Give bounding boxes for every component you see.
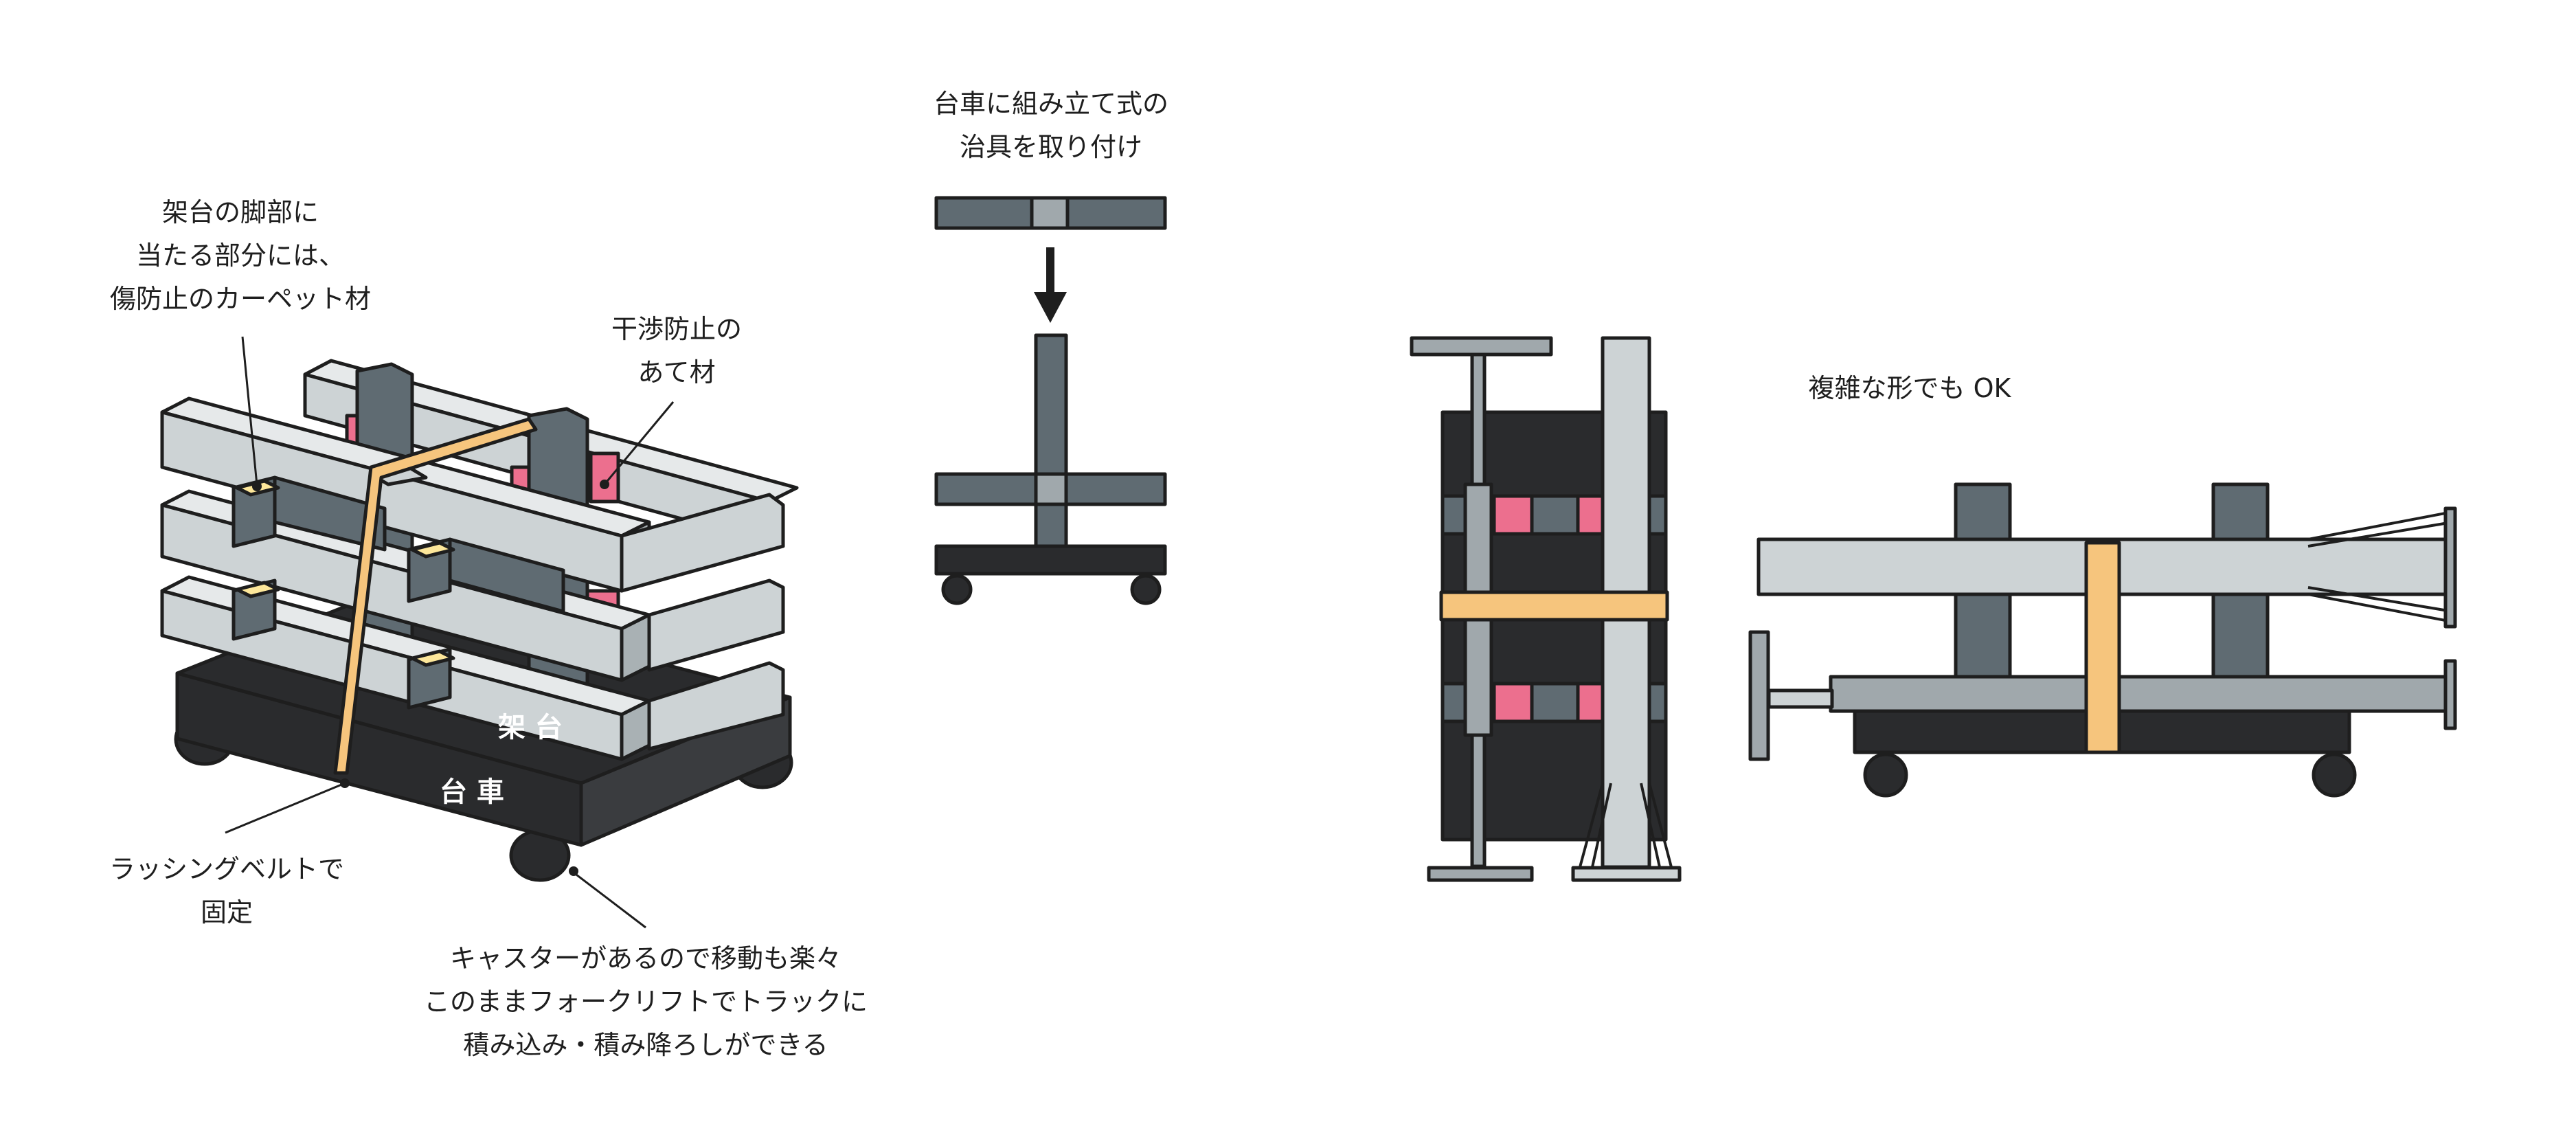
pad-note: 干渉防止の あて材 (611, 314, 742, 387)
front-view-assembly (1410, 336, 1682, 882)
carpet-pads (235, 479, 455, 667)
lashing-belt (333, 417, 538, 775)
stand-label: 架 台 (498, 712, 563, 743)
front-view-foot (1579, 783, 1673, 868)
isometric-dolly-assembly: 架 台 台 車 (160, 359, 799, 882)
side-view-tripod (2307, 510, 2453, 623)
lashing-belt-front (1439, 590, 1669, 622)
caster-wheel-icon (941, 574, 1162, 605)
leader-lines (225, 336, 675, 929)
assembly-note: 台車に組み立て式の 治具を取り付け (933, 89, 1168, 162)
assembly-diagram (934, 196, 1167, 605)
carpet-note: 架台の脚部に 当たる部分には、 傷防止のカーペット材 (109, 197, 371, 314)
stand-beam-row-bottom (160, 575, 785, 761)
down-arrow-icon (1034, 247, 1067, 323)
lashing-belt-side (2084, 541, 2121, 754)
caster-wheel-icon (1863, 752, 2357, 798)
belt-note: ラッシングベルトで 固定 (109, 854, 344, 928)
dolly-label: 台 車 (440, 776, 504, 808)
complex-note: 複雑な形でも OK (1808, 373, 2011, 403)
caster-note: キャスターがあるので移動も楽々 このままフォークリフトでトラックに 積み込み・積… (423, 943, 868, 1060)
leader-dots (252, 480, 609, 876)
side-view-assembly (1748, 482, 2457, 798)
